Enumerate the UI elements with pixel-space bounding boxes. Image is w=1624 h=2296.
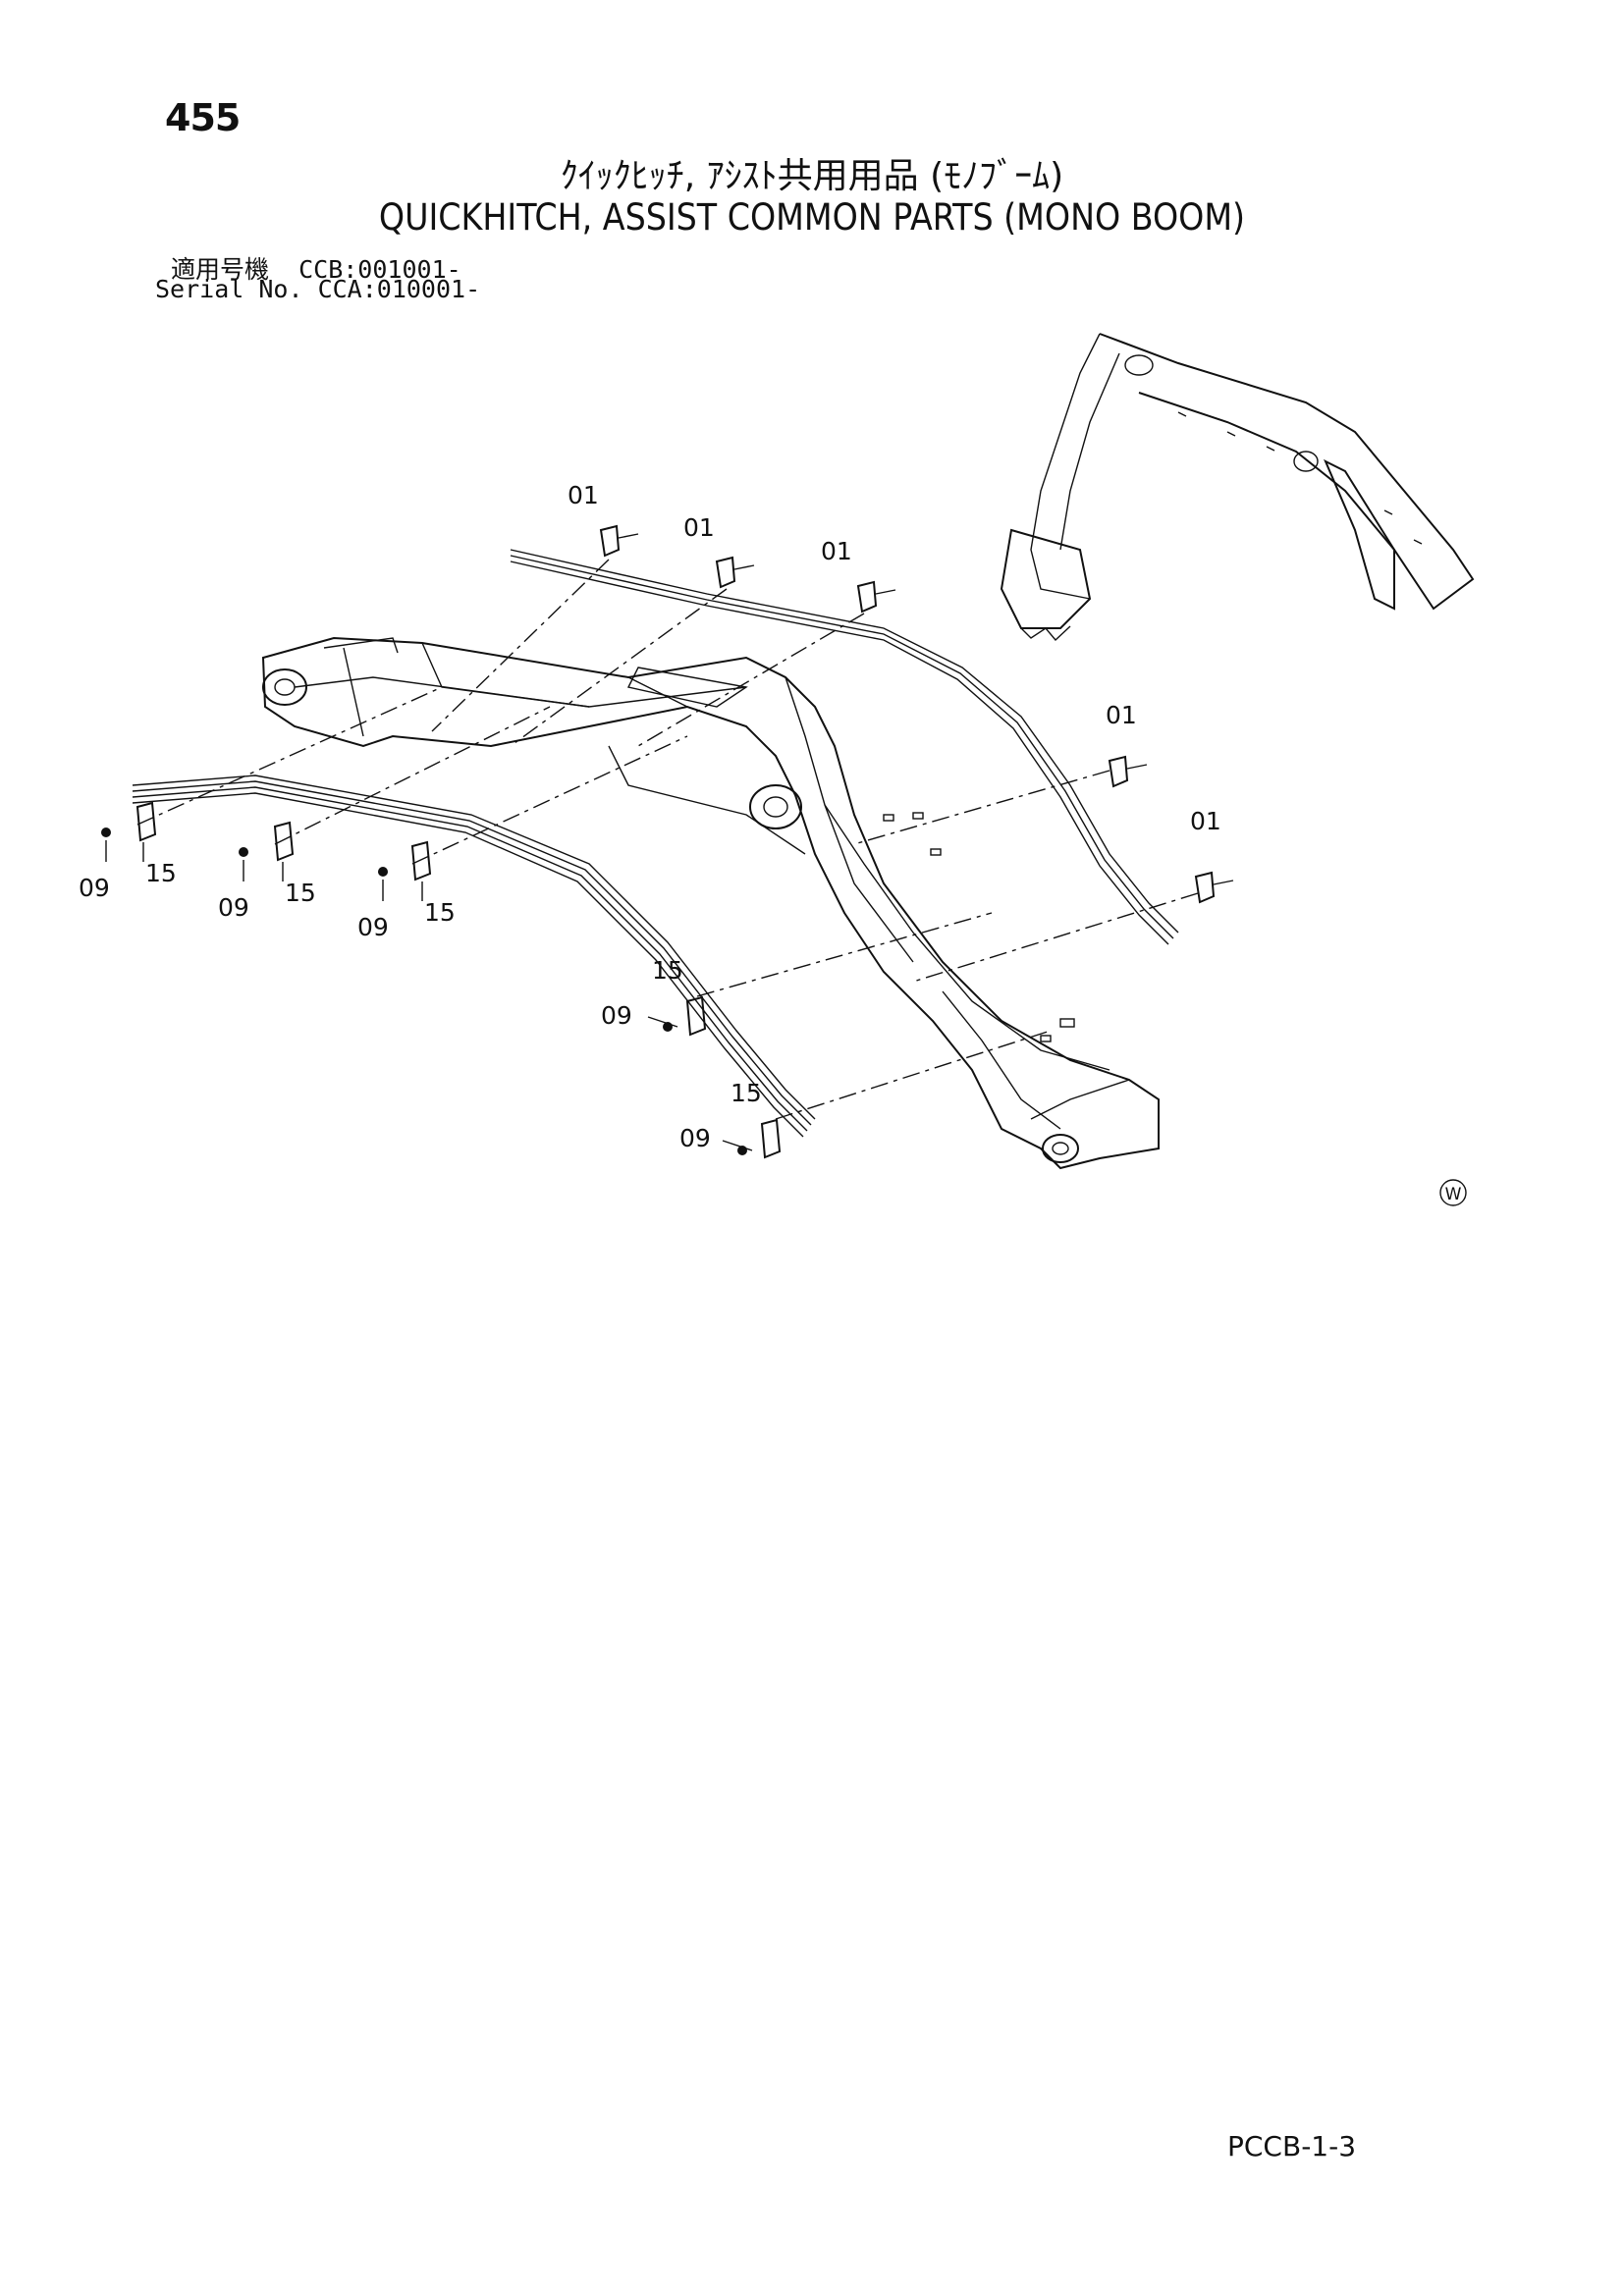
callout-01: 01 <box>1190 807 1221 835</box>
callout-01: 01 <box>1106 701 1137 729</box>
leader-lines <box>136 559 1199 1120</box>
callout-01: 01 <box>821 537 852 565</box>
callout-01: 01 <box>683 513 715 542</box>
callout-09: 09 <box>357 913 389 941</box>
footer-code: PCCB-1-3 <box>1227 2130 1357 2163</box>
serial-applicable-models: 適用号機 CCB:001001- <box>171 255 461 284</box>
parts-diagram: 01 01 01 01 01 09 15 09 15 09 15 15 09 1… <box>79 333 1475 1206</box>
callout-09: 09 <box>79 874 110 902</box>
callout-09: 09 <box>601 1001 632 1030</box>
serial-number: Serial No. CCA:010001- <box>155 275 481 303</box>
title-japanese: ｸｲｯｸﾋｯﾁ, ｱｼｽﾄ共用用品 (ﾓﾉﾌﾞｰﾑ) <box>560 156 1064 196</box>
callout-15: 15 <box>731 1079 762 1107</box>
callout-leaders <box>105 840 753 1151</box>
callout-15: 15 <box>652 956 683 985</box>
clamp-parts <box>101 524 1234 1159</box>
page-number: 455 <box>165 96 241 139</box>
svg-text:W: W <box>1445 1185 1462 1204</box>
hose-lines <box>132 549 1179 1138</box>
callout-09: 09 <box>679 1124 711 1152</box>
callout-01: 01 <box>568 481 599 509</box>
excavator-overview-drawing <box>1000 333 1475 642</box>
callout-15: 15 <box>285 879 316 907</box>
title-english: QUICKHITCH, ASSIST COMMON PARTS (MONO BO… <box>378 196 1246 239</box>
circled-w-mark: W <box>1439 1179 1467 1206</box>
boom-drawing <box>261 636 1160 1170</box>
callout-09: 09 <box>218 893 249 922</box>
callout-15: 15 <box>145 859 177 887</box>
callout-15: 15 <box>424 898 456 927</box>
